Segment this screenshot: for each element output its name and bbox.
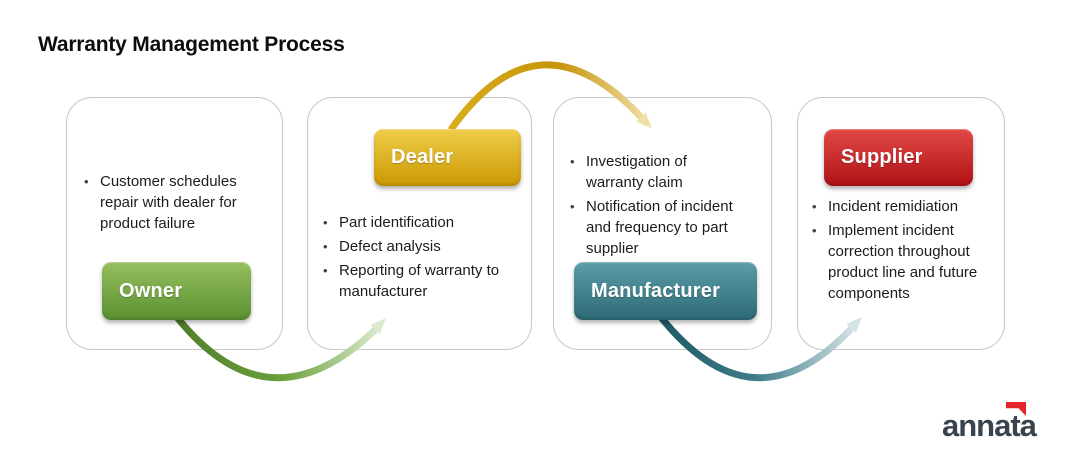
bullet-item: Notification of incident and frequency t… <box>569 196 744 259</box>
page-title: Warranty Management Process <box>38 33 345 56</box>
bullet-item: Customer schedules repair with dealer fo… <box>83 171 263 234</box>
bullet-item: Reporting of warranty to manufacturer <box>322 260 522 302</box>
owner-badge-label: Owner <box>119 279 183 302</box>
supplier-badge: Supplier <box>824 129 973 186</box>
dealer-bullet-list: Part identification Defect analysis Repo… <box>322 212 522 305</box>
logo-mark-icon <box>1006 402 1026 416</box>
dealer-badge-label: Dealer <box>391 146 454 168</box>
manufacturer-bullet-list: Investigation of warranty claim Notifica… <box>569 151 744 262</box>
bullet-item: Investigation of warranty claim <box>569 151 744 193</box>
owner-bullet-list: Customer schedules repair with dealer fo… <box>83 171 263 237</box>
card-supplier: Supplier Incident remidiation Implement … <box>797 97 1005 350</box>
supplier-badge-label: Supplier <box>841 146 923 168</box>
annata-logo: annata <box>942 402 1052 452</box>
dealer-badge: Dealer <box>374 129 521 186</box>
bullet-item: Implement incident correction throughout… <box>811 220 983 304</box>
owner-badge: Owner <box>102 262 251 320</box>
manufacturer-badge-label: Manufacturer <box>591 279 721 302</box>
card-dealer: Dealer Part identification Defect analys… <box>307 97 532 350</box>
card-owner: Customer schedules repair with dealer fo… <box>66 97 283 350</box>
card-manufacturer: Investigation of warranty claim Notifica… <box>553 97 772 350</box>
bullet-item: Defect analysis <box>322 236 522 257</box>
bullet-item: Incident remidiation <box>811 196 983 217</box>
logo-text: annata <box>942 408 1037 443</box>
bullet-item: Part identification <box>322 212 522 233</box>
manufacturer-badge: Manufacturer <box>574 262 757 320</box>
supplier-bullet-list: Incident remidiation Implement incident … <box>811 196 983 307</box>
